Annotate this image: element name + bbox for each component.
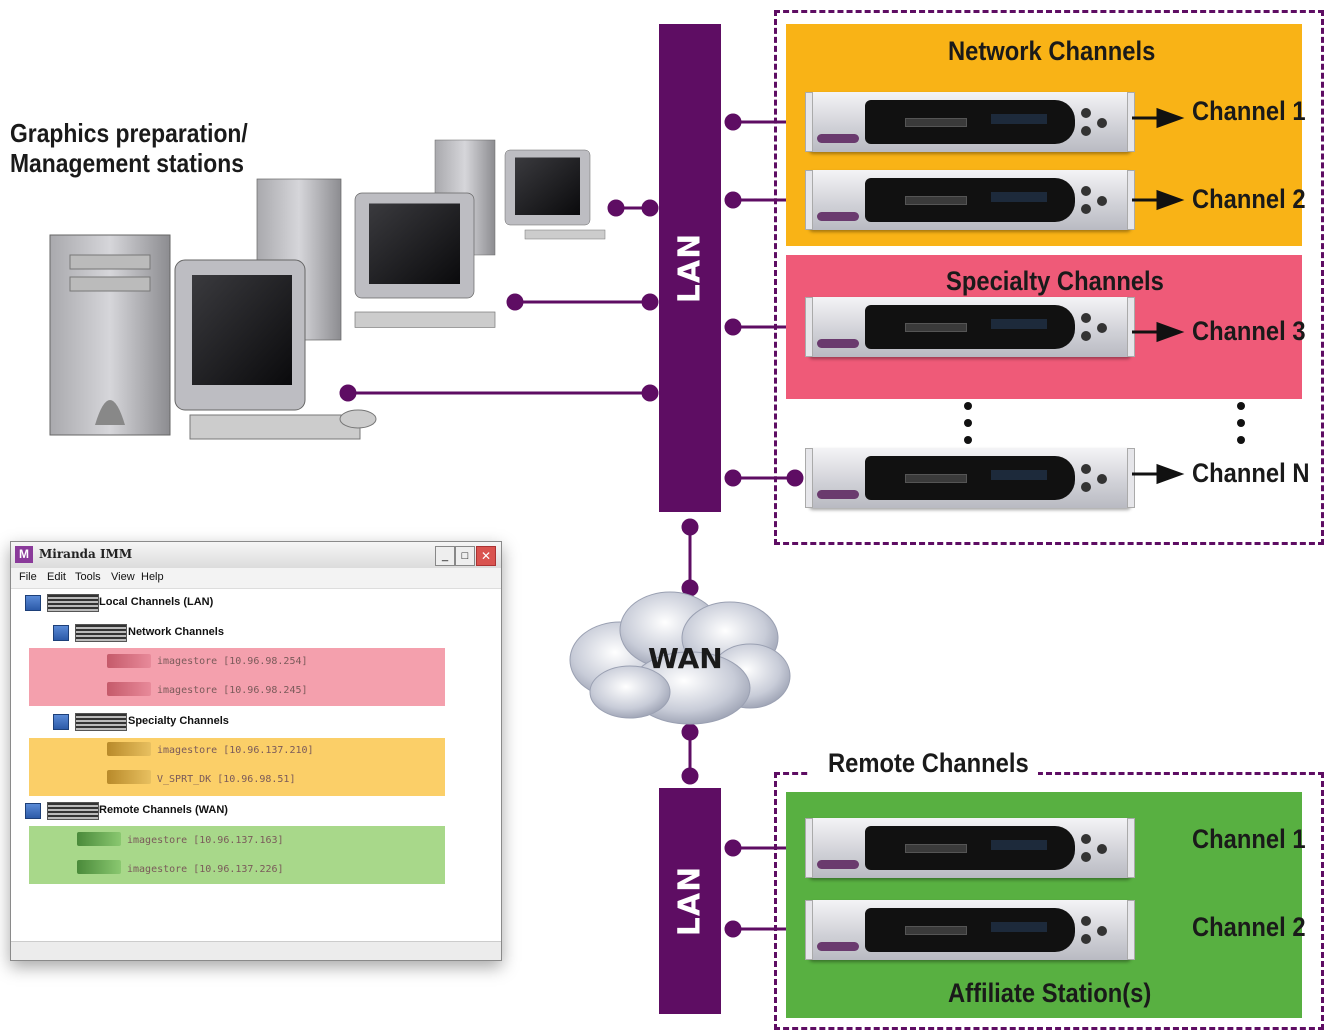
network-highlight <box>29 648 445 706</box>
rack-icon <box>75 713 127 731</box>
workstations-illustration <box>49 139 606 440</box>
network-channels-title: Network Channels <box>948 36 1156 66</box>
menu-file[interactable]: File <box>19 571 37 583</box>
lan-bar-bottom: LAN <box>659 788 721 1014</box>
tree-specialty-channels[interactable]: Specialty Channels <box>128 715 229 727</box>
collapse-local-icon[interactable] <box>25 595 41 611</box>
tree-item[interactable]: imagestore [10.96.98.254] <box>157 656 308 667</box>
collapse-network-icon[interactable] <box>53 625 69 641</box>
remote-channel-label-2: Channel 2 <box>1192 912 1306 942</box>
stations-label-line2: Management stations <box>10 148 244 178</box>
playout-server-3 <box>805 297 1135 357</box>
menu-view[interactable]: View <box>111 571 135 583</box>
remote-channels-box <box>774 772 1324 1030</box>
remote-title-bg <box>810 750 1038 790</box>
channel-label-2: Channel 2 <box>1192 184 1306 214</box>
imagestore-icon <box>107 682 151 696</box>
remote-server-1 <box>805 818 1135 878</box>
menu-bar: File Edit Tools View Help <box>11 568 501 589</box>
window-titlebar: M Miranda IMM _ □ ✕ <box>11 542 501 569</box>
collapse-remote-icon[interactable] <box>25 803 41 819</box>
maximize-button[interactable]: □ <box>455 546 475 566</box>
tree-item[interactable]: imagestore [10.96.137.210] <box>157 745 314 756</box>
playout-server-n <box>805 448 1135 508</box>
rack-icon <box>47 594 99 612</box>
tree-item[interactable]: imagestore [10.96.98.245] <box>157 685 308 696</box>
rack-icon <box>75 624 127 642</box>
imagestore-icon <box>77 832 121 846</box>
wan-cloud <box>569 591 791 725</box>
menu-tools[interactable]: Tools <box>75 571 101 583</box>
playout-server-1 <box>805 92 1135 152</box>
status-bar <box>11 941 501 960</box>
stations-label-line1: Graphics preparation/ <box>10 118 248 148</box>
imagestore-icon <box>107 654 151 668</box>
miranda-imm-window: M Miranda IMM _ □ ✕ File Edit Tools View… <box>10 541 502 961</box>
specialty-channels-title: Specialty Channels <box>946 266 1164 296</box>
menu-help[interactable]: Help <box>141 571 164 583</box>
tree-item[interactable]: imagestore [10.96.137.163] <box>127 835 284 846</box>
remote-channel-label-1: Channel 1 <box>1192 824 1306 854</box>
rack-icon <box>47 802 99 820</box>
channel-label-1: Channel 1 <box>1192 96 1306 126</box>
window-title: Miranda IMM <box>39 547 133 561</box>
collapse-specialty-icon[interactable] <box>53 714 69 730</box>
remote-server-2 <box>805 900 1135 960</box>
tree-local-channels[interactable]: Local Channels (LAN) <box>99 596 214 608</box>
workstation-1 <box>49 234 377 440</box>
imagestore-icon <box>107 770 151 784</box>
playout-server-2 <box>805 170 1135 230</box>
channel-label-3: Channel 3 <box>1192 316 1306 346</box>
wan-label: WAN <box>648 642 723 675</box>
tree-remote-channels[interactable]: Remote Channels (WAN) <box>99 804 228 816</box>
minimize-button[interactable]: _ <box>435 546 455 566</box>
specialty-highlight <box>29 738 445 796</box>
local-channels-box <box>774 10 1324 545</box>
remote-channels-title: Remote Channels <box>828 748 1029 778</box>
imagestore-icon <box>77 860 121 874</box>
imagestore-icon <box>107 742 151 756</box>
menu-edit[interactable]: Edit <box>47 571 66 583</box>
tree-network-channels[interactable]: Network Channels <box>128 626 224 638</box>
tree-item[interactable]: V_SPRT_DK [10.96.98.51] <box>157 774 296 785</box>
lan-bar-top: LAN <box>659 24 721 512</box>
channel-label-n: Channel N <box>1192 458 1310 488</box>
tree-item[interactable]: imagestore [10.96.137.226] <box>127 864 284 875</box>
affiliate-label: Affiliate Station(s) <box>948 978 1152 1008</box>
app-icon: M <box>15 546 33 563</box>
close-button[interactable]: ✕ <box>476 546 496 566</box>
